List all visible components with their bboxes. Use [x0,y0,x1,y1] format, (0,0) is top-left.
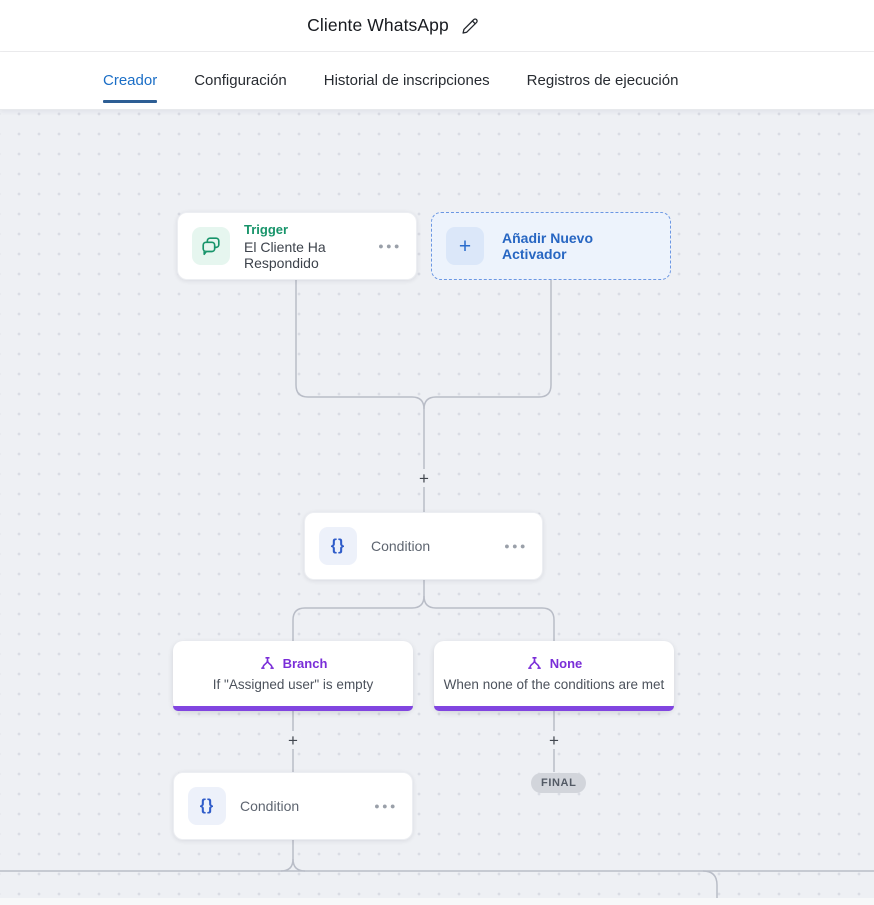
whatsapp-chat-icon [192,227,230,265]
trigger-type-label: Trigger [244,221,289,237]
final-badge: FINAL [531,773,587,793]
tab-bar: Creador Configuración Historial de inscr… [0,52,874,110]
none-branch-node[interactable]: None When none of the conditions are met [434,641,674,711]
page-title: Cliente WhatsApp [307,15,449,35]
more-menu-icon[interactable]: ●●● [504,541,528,551]
condition-node-1[interactable]: {} Condition ●●● [304,512,543,580]
add-step-plus-none[interactable]: + [545,731,563,749]
add-trigger-label: Añadir Nuevo Activador [502,230,594,262]
condition-label: Condition [240,798,300,814]
add-trigger-button[interactable]: + Añadir Nuevo Activador [431,212,671,280]
condition-label: Condition [371,538,431,554]
branch-node[interactable]: Branch If "Assigned user" is empty [173,641,413,711]
branch-split-icon [527,656,541,669]
add-step-plus-branch[interactable]: + [284,731,302,749]
braces-icon: {} [188,787,226,825]
trigger-name: El Cliente Ha Respondido [244,238,326,271]
more-menu-icon[interactable]: ●●● [378,241,402,251]
trigger-node[interactable]: Trigger El Cliente Ha Respondido ●●● [177,212,417,280]
app-header: Cliente WhatsApp [0,0,874,52]
more-menu-icon[interactable]: ●●● [374,801,398,811]
workflow-title-wrap: Cliente WhatsApp [307,15,479,36]
tab-configuracion[interactable]: Configuración [194,72,287,89]
add-step-plus-top[interactable]: + [415,469,433,487]
braces-icon: {} [319,527,357,565]
tab-registros-ejecucion[interactable]: Registros de ejecución [526,72,679,89]
branch-subtitle: If "Assigned user" is empty [212,676,374,692]
branch-split-icon [260,656,274,669]
tab-creador[interactable]: Creador [103,52,158,109]
tab-historial-inscripciones[interactable]: Historial de inscripciones [323,72,490,89]
none-title: None [549,655,583,671]
plus-icon: + [446,227,484,265]
edit-pencil-icon[interactable] [461,17,479,35]
none-subtitle: When none of the conditions are met [443,676,665,692]
branch-title: Branch [282,655,328,671]
canvas-bottom-strip [0,898,874,905]
condition-node-2[interactable]: {} Condition ●●● [173,772,413,840]
workflow-canvas[interactable]: Trigger El Cliente Ha Respondido ●●● + A… [0,110,874,905]
